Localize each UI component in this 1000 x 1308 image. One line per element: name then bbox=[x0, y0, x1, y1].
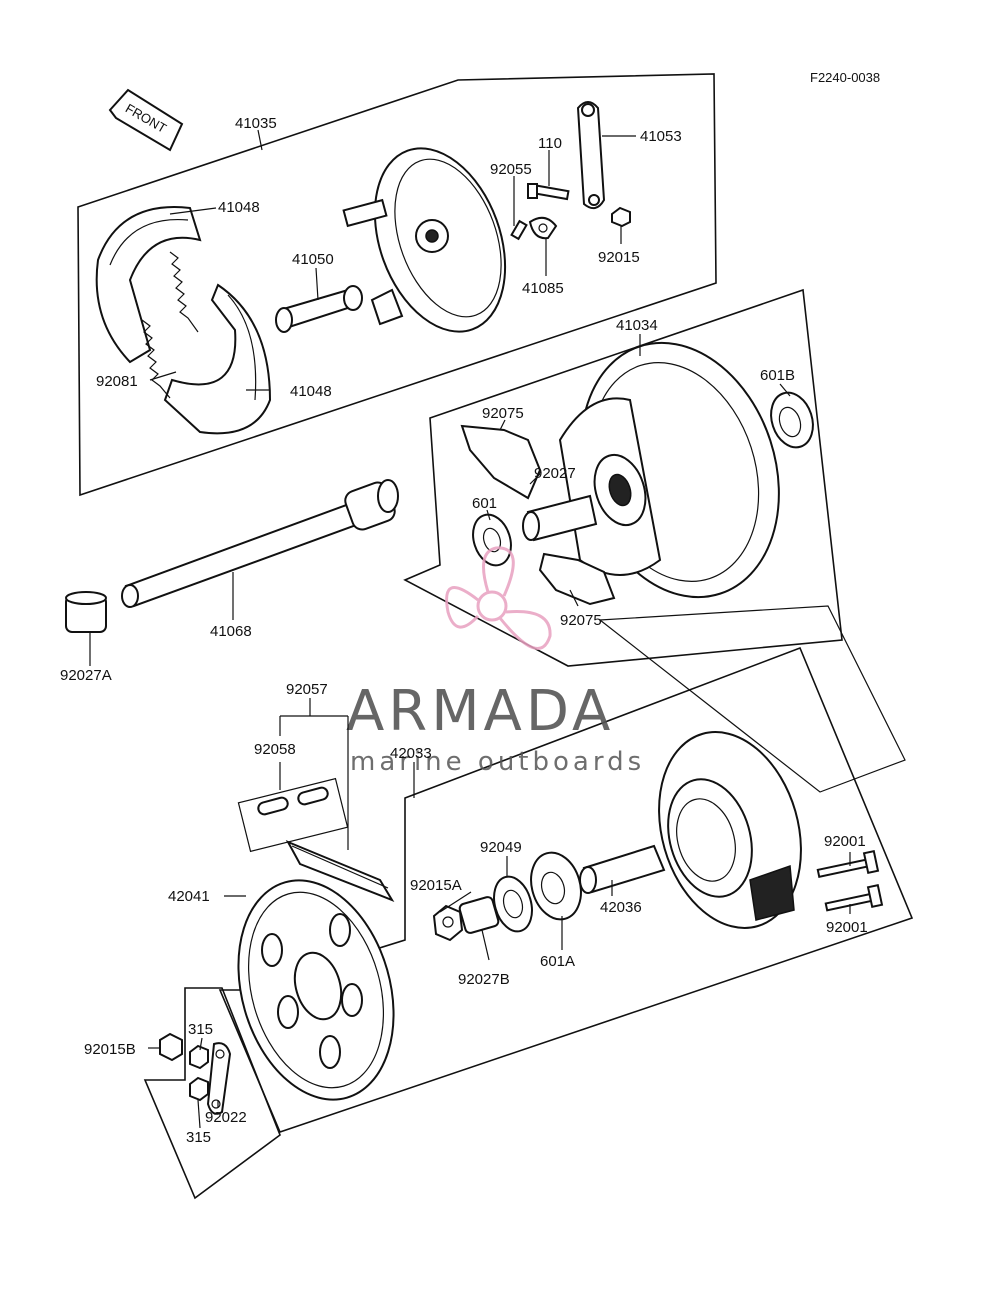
label-92001-a: 92001 bbox=[824, 833, 866, 850]
label-92057: 92057 bbox=[286, 681, 328, 698]
rear-sprocket bbox=[237, 879, 395, 1101]
nut-92015 bbox=[611, 206, 631, 228]
label-41050: 41050 bbox=[292, 251, 334, 268]
damper-92075-upper bbox=[460, 424, 542, 500]
label-92027B: 92027B bbox=[458, 971, 510, 988]
nut-group-box bbox=[143, 987, 281, 1200]
nut-92015A bbox=[432, 904, 464, 942]
label-92055: 92055 bbox=[490, 161, 532, 178]
nut-315-upper bbox=[189, 1044, 209, 1070]
label-41048-b: 41048 bbox=[290, 383, 332, 400]
hub-group-box bbox=[403, 288, 843, 667]
nut-92015B bbox=[159, 1032, 183, 1062]
label-92075-a: 92075 bbox=[482, 405, 524, 422]
label-601: 601 bbox=[472, 495, 497, 512]
axle bbox=[121, 479, 399, 608]
leader-lines bbox=[89, 129, 851, 1129]
watermark-name: ARMADA bbox=[346, 679, 614, 744]
label-315-b: 315 bbox=[186, 1129, 211, 1146]
brake-springs bbox=[141, 251, 199, 399]
label-601A: 601A bbox=[540, 953, 575, 970]
label-41034: 41034 bbox=[616, 317, 658, 334]
bolt-92001-lower bbox=[824, 883, 884, 912]
label-92015B: 92015B bbox=[84, 1041, 136, 1058]
pin-92055 bbox=[510, 219, 528, 241]
label-92015A: 92015A bbox=[410, 877, 462, 894]
bearing-601 bbox=[472, 513, 512, 567]
washer-41085 bbox=[528, 216, 558, 240]
wheel-hub bbox=[558, 341, 780, 599]
front-arrow-icon: FRONT bbox=[108, 88, 184, 152]
label-92081: 92081 bbox=[96, 373, 138, 390]
label-110: 110 bbox=[538, 135, 562, 152]
label-92027: 92027 bbox=[534, 465, 576, 482]
label-92001-b: 92001 bbox=[826, 919, 868, 936]
chain-joint bbox=[257, 786, 329, 816]
spacer-92027 bbox=[522, 494, 598, 542]
sprocket-hub bbox=[658, 731, 802, 929]
damper-92075-lower bbox=[538, 552, 616, 606]
brake-lever bbox=[576, 101, 606, 210]
armada-logo bbox=[445, 546, 552, 650]
label-92027A: 92027A bbox=[60, 667, 112, 684]
label-41048-a: 41048 bbox=[218, 199, 260, 216]
brake-shoe-lower bbox=[163, 283, 272, 435]
label-42033: 42033 bbox=[390, 745, 432, 762]
label-42036: 42036 bbox=[600, 899, 642, 916]
lock-washer-92022 bbox=[206, 1042, 232, 1115]
label-92015: 92015 bbox=[598, 249, 640, 266]
oil-seal-92049 bbox=[493, 875, 533, 933]
label-41035: 41035 bbox=[235, 115, 277, 132]
label-92049: 92049 bbox=[480, 839, 522, 856]
part-labels: 41035 41048 41050 92081 41048 92055 110 … bbox=[60, 115, 868, 1146]
bolt-92001-upper bbox=[816, 849, 880, 878]
label-92058: 92058 bbox=[254, 741, 296, 758]
label-41085: 41085 bbox=[522, 280, 564, 297]
label-92022: 92022 bbox=[205, 1109, 247, 1126]
bolt-110 bbox=[527, 183, 570, 201]
drive-chain bbox=[285, 839, 395, 902]
diagram-code: F2240-0038 bbox=[810, 70, 880, 85]
bearing-601B bbox=[770, 391, 814, 449]
brake-panel-group-box bbox=[77, 73, 717, 497]
label-41068: 41068 bbox=[210, 623, 252, 640]
watermark-tagline: marine outboards bbox=[350, 747, 645, 777]
label-315-a: 315 bbox=[188, 1021, 213, 1038]
bearing-601A bbox=[530, 851, 582, 921]
label-601B: 601B bbox=[760, 367, 795, 384]
collar-42036 bbox=[579, 844, 666, 894]
brake-cam bbox=[275, 285, 363, 333]
chain-joint-box bbox=[237, 777, 349, 853]
spacer-92027B bbox=[458, 896, 500, 934]
spacer-92027A bbox=[65, 591, 107, 633]
label-42041: 42041 bbox=[168, 888, 210, 905]
nut-315-lower bbox=[189, 1076, 209, 1102]
brake-panel bbox=[342, 147, 507, 333]
brake-shoe-upper bbox=[95, 206, 202, 364]
label-41053: 41053 bbox=[640, 128, 682, 145]
wheel-outer-line bbox=[598, 605, 906, 793]
label-92075-b: 92075 bbox=[560, 612, 602, 629]
